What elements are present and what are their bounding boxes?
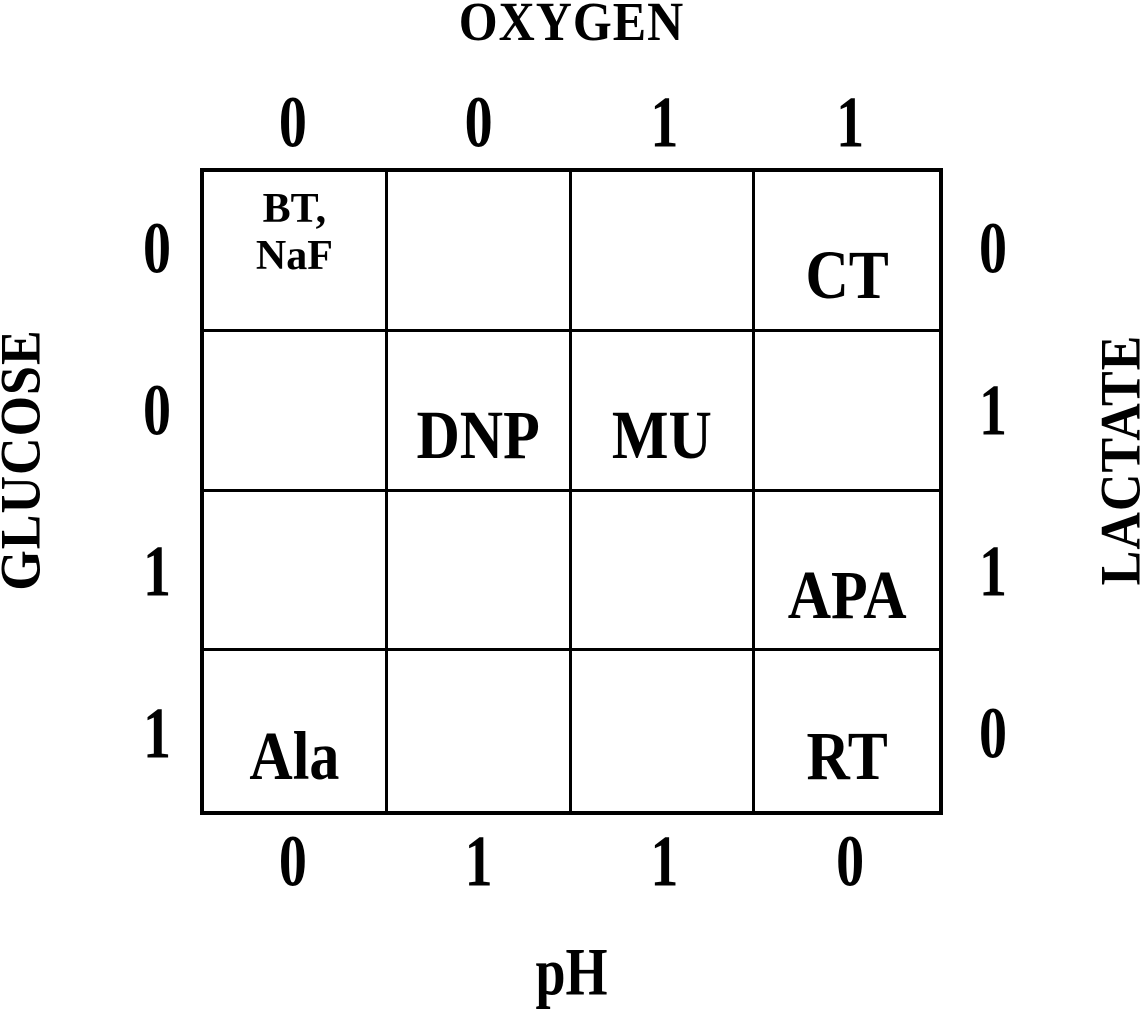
cell-r0-c3: CT — [755, 172, 939, 332]
oxygen-value-col2: 1 — [572, 82, 758, 164]
axis-digit: 0 — [278, 821, 307, 903]
axis-digit: 0 — [979, 693, 1007, 775]
axis-digit: 0 — [464, 82, 493, 164]
cell-r0-c0: BT, NaF — [204, 172, 388, 332]
cell-text: Ala — [249, 718, 340, 795]
oxygen-value-col1: 0 — [386, 82, 572, 164]
ph-value-col0: 0 — [200, 821, 386, 903]
oxygen-axis-title: OXYGEN — [200, 0, 943, 49]
cell-r3-c0: Ala — [204, 651, 388, 811]
cell-text: RT — [806, 718, 888, 795]
cell-r1-c0 — [204, 331, 388, 492]
axis-digit: 1 — [464, 821, 493, 903]
axis-digit: 1 — [979, 532, 1007, 613]
lactate-value-row1: 1 — [958, 330, 1028, 492]
glucose-value-row0: 0 — [122, 168, 192, 330]
axis-digit: 0 — [278, 82, 307, 164]
lactate-axis-title: LACTATE — [1090, 334, 1143, 586]
cell-r0-c2 — [571, 172, 756, 332]
axis-digit: 1 — [650, 82, 679, 164]
cell-r2-c1 — [387, 491, 572, 652]
ph-value-col1: 1 — [386, 821, 572, 903]
oxygen-value-col0: 0 — [200, 82, 386, 164]
cell-text: BT, NaF — [255, 186, 333, 280]
cell-text: APA — [787, 556, 907, 633]
ph-value-col2: 1 — [572, 821, 758, 903]
glucose-axis-values: 0 0 1 1 — [122, 168, 192, 815]
cell-r3-c2 — [572, 651, 756, 811]
cell-r2-c2 — [571, 491, 756, 652]
oxygen-value-col3: 1 — [757, 82, 943, 164]
glucose-axis-title: GLUCOSE — [0, 329, 53, 591]
cell-r2-c3: APA — [755, 492, 939, 652]
lactate-value-row3: 0 — [958, 653, 1028, 815]
lactate-axis-values: 0 1 1 0 — [958, 168, 1028, 815]
ph-value-col3: 0 — [757, 821, 943, 903]
cell-r3-c1 — [388, 651, 572, 811]
axis-digit: 1 — [979, 370, 1007, 451]
cell-text: MU — [611, 397, 712, 474]
cell-r2-c0 — [204, 491, 388, 652]
kmap-grid: BT, NaF CT DNP MU APA Ala RT — [200, 168, 943, 815]
lactate-value-row0: 0 — [958, 168, 1028, 330]
cell-r0-c1 — [387, 172, 572, 332]
axis-digit: 0 — [979, 208, 1007, 290]
ph-axis-title-text: pH — [535, 934, 608, 1010]
cell-text: CT — [805, 237, 889, 314]
cell-r1-c2: MU — [571, 331, 756, 492]
ph-axis-values: 0 1 1 0 — [200, 821, 943, 903]
oxygen-axis-title-text: OXYGEN — [458, 0, 685, 53]
lactate-value-row2: 1 — [958, 492, 1028, 654]
axis-digit: 1 — [650, 821, 679, 903]
axis-digit: 1 — [143, 693, 171, 775]
axis-digit: 0 — [143, 208, 171, 290]
axis-digit: 0 — [836, 821, 865, 903]
axis-digit: 1 — [143, 532, 171, 613]
cell-text: DNP — [416, 397, 540, 474]
cell-r1-c1: DNP — [387, 331, 572, 492]
ph-axis-title: pH — [200, 938, 943, 1006]
cell-r3-c3: RT — [755, 651, 939, 811]
cell-r1-c3 — [755, 332, 939, 492]
oxygen-axis-values: 0 0 1 1 — [200, 82, 943, 164]
glucose-value-row3: 1 — [122, 653, 192, 815]
glucose-value-row2: 1 — [122, 492, 192, 654]
axis-digit: 0 — [143, 370, 171, 451]
glucose-value-row1: 0 — [122, 330, 192, 492]
axis-digit: 1 — [836, 82, 865, 164]
